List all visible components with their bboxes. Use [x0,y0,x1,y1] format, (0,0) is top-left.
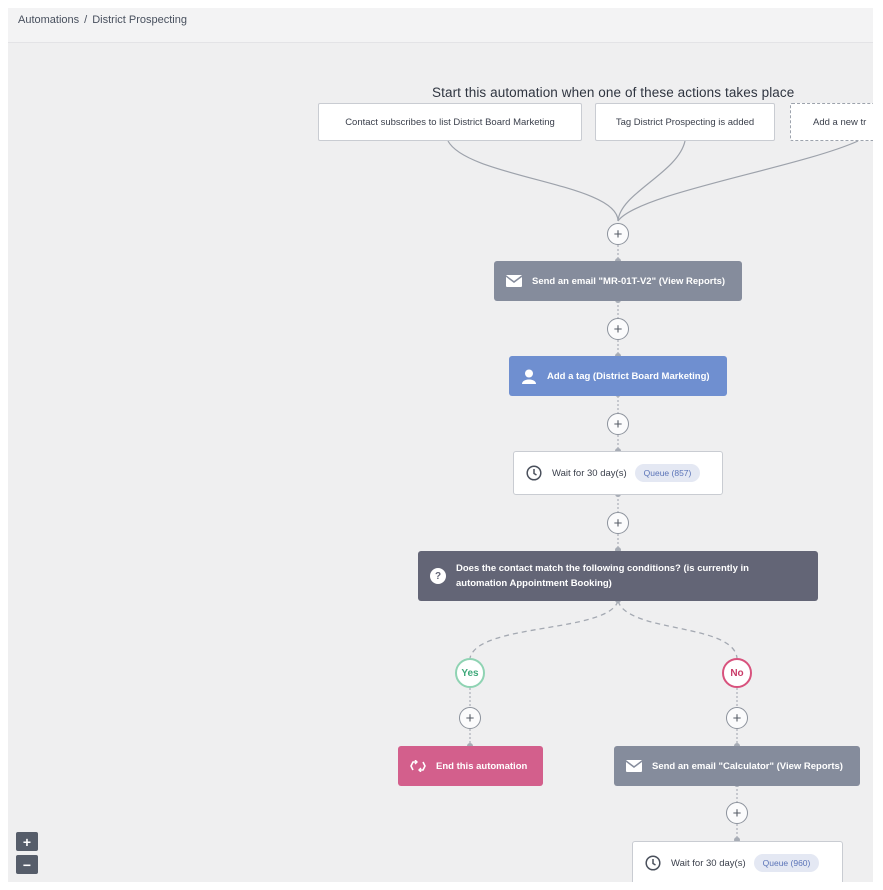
automation-builder: Automations / District Prospecting [8,8,873,882]
yes-branch-badge: Yes [455,658,485,688]
end-automation-step[interactable]: End this automation [398,746,543,786]
add-step-button[interactable]: + [607,318,629,340]
zoom-out-button[interactable]: − [16,855,38,874]
trigger-list-subscribe[interactable]: Contact subscribes to list District Boar… [318,103,582,141]
add-step-button-yes[interactable]: + [459,707,481,729]
breadcrumb-current: District Prospecting [92,14,187,26]
condition-step-label: Does the contact match the following con… [456,563,749,589]
send-email-step-label: Send an email "Calculator" (View Reports… [652,760,843,772]
condition-step[interactable]: ? Does the contact match the following c… [418,551,818,601]
envelope-icon [626,760,642,772]
trigger-tag-added[interactable]: Tag District Prospecting is added [595,103,775,141]
breadcrumb-separator: / [84,14,88,26]
queue-badge[interactable]: Queue (857) [634,464,701,482]
add-step-button-no[interactable]: + [726,707,748,729]
wait-step-label: Wait for 30 day(s) [552,467,627,479]
clock-icon [645,855,661,871]
add-tag-step[interactable]: Add a tag (District Board Marketing) [509,356,727,396]
clock-icon [526,465,542,481]
loop-arrows-icon [410,760,426,772]
question-icon: ? [430,568,446,584]
top-bar: Automations / District Prospecting [8,8,873,43]
queue-badge[interactable]: Queue (960) [753,854,820,872]
workflow-canvas[interactable]: Start this automation when one of these … [8,43,873,882]
breadcrumb: Automations / District Prospecting [18,14,187,26]
envelope-icon [506,275,522,287]
add-tag-step-label: Add a tag (District Board Marketing) [547,370,710,382]
trigger-heading: Start this automation when one of these … [432,85,795,100]
user-icon [521,369,537,384]
wait-step[interactable]: Wait for 30 day(s) Queue (960) [632,841,843,882]
add-trigger-button[interactable]: Add a new tr [790,103,873,141]
send-email-step-label: Send an email "MR-01T-V2" (View Reports) [532,275,726,287]
no-branch-badge: No [722,658,752,688]
add-step-button-no[interactable]: + [726,802,748,824]
send-email-step[interactable]: Send an email "Calculator" (View Reports… [614,746,860,786]
wait-step-label: Wait for 30 day(s) [671,857,746,869]
wait-step[interactable]: Wait for 30 day(s) Queue (857) [513,451,723,495]
add-step-button[interactable]: + [607,223,629,245]
add-step-button[interactable]: + [607,512,629,534]
add-step-button[interactable]: + [607,413,629,435]
zoom-in-button[interactable]: + [16,832,38,851]
end-automation-label: End this automation [436,760,528,772]
breadcrumb-automations-link[interactable]: Automations [18,14,80,26]
send-email-step[interactable]: Send an email "MR-01T-V2" (View Reports) [494,261,742,301]
